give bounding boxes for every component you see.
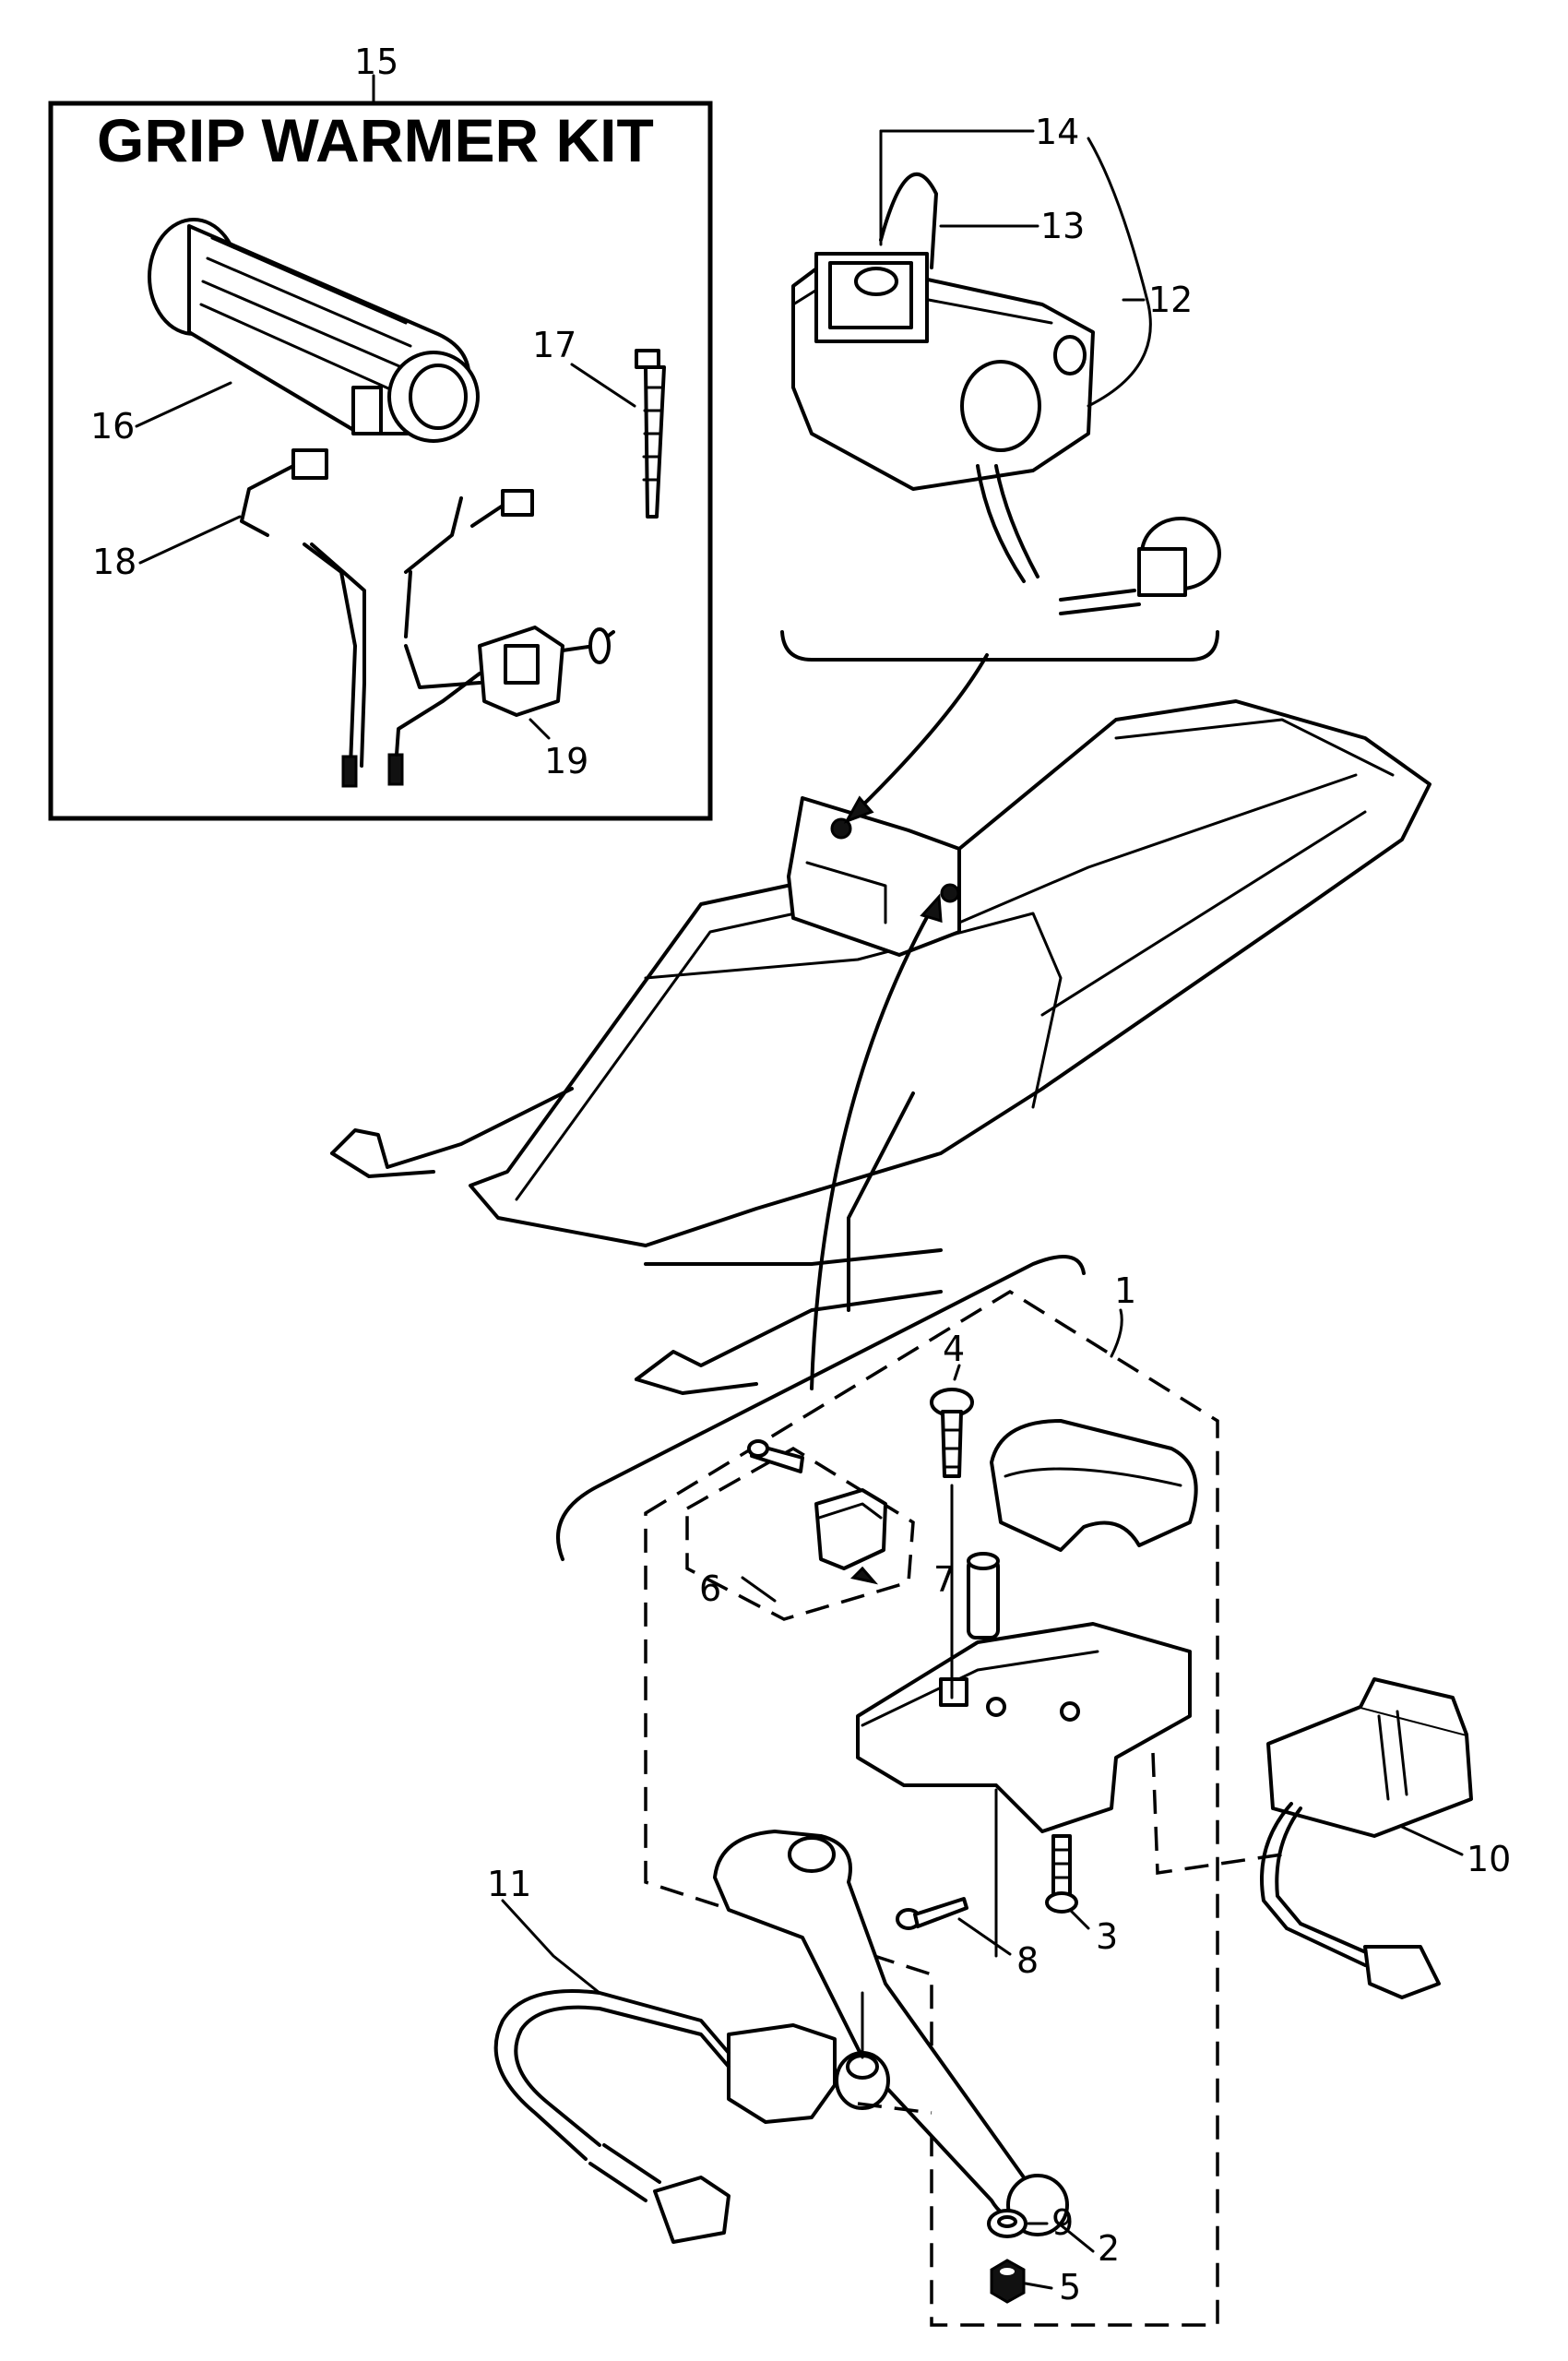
leader-3 xyxy=(1068,1908,1090,1930)
arrow-to-handlebar xyxy=(856,653,989,812)
subassembly-6-boundary xyxy=(685,1446,915,1621)
leader-16 xyxy=(135,381,232,428)
callout-6: 6 xyxy=(699,1568,721,1609)
callout-4: 4 xyxy=(943,1329,965,1369)
leader-17 xyxy=(570,363,636,408)
cable-tie-17 xyxy=(635,349,666,519)
snowmobile-outline xyxy=(330,699,1431,1395)
detail-bracket-bottom xyxy=(556,1255,1086,1561)
leader-19 xyxy=(529,718,551,740)
callout-16: 16 xyxy=(90,406,135,447)
leader-1 xyxy=(1110,1308,1123,1358)
callout-7: 7 xyxy=(933,1559,956,1600)
detail-bracket-top xyxy=(780,630,1219,662)
callout-5: 5 xyxy=(1059,2267,1081,2307)
bolt-3 xyxy=(1045,1834,1078,1914)
switch-19 xyxy=(478,626,615,717)
arrow-head-1 xyxy=(843,795,874,824)
leader-4 xyxy=(953,1364,961,1381)
callout-8: 8 xyxy=(1016,1940,1039,1981)
bolt-4 xyxy=(930,1388,974,1478)
leader-5 xyxy=(1024,2282,1053,2290)
leader-11 xyxy=(501,1899,601,1995)
leader-6 xyxy=(741,1576,777,1603)
assembly-1-boundary xyxy=(644,1289,1219,2327)
nut-5 xyxy=(990,2259,1026,2304)
callout-15: 15 xyxy=(354,42,398,82)
throttle-sensor-11 xyxy=(493,1989,890,2244)
callout-12: 12 xyxy=(1148,280,1193,320)
cover-cap xyxy=(990,1419,1198,1552)
handlebar-switch-assembly-12 xyxy=(791,172,1221,615)
callout-14: 14 xyxy=(1035,112,1079,152)
leader-2 xyxy=(1057,2222,1095,2253)
leader-10 xyxy=(1400,1825,1464,1856)
grip-warmer-kit-box: GRIP WARMER KIT 15 16 17 xyxy=(48,42,713,821)
throttle-housing xyxy=(856,1622,1192,1833)
callout-19: 19 xyxy=(544,741,588,781)
leader-18 xyxy=(138,515,242,565)
callout-2: 2 xyxy=(1098,2228,1120,2269)
callout-11: 11 xyxy=(487,1864,531,1904)
arrow-to-throttle xyxy=(810,907,933,1390)
grip-heater-16 xyxy=(148,218,480,443)
callout-9: 9 xyxy=(1051,2202,1074,2243)
connector-dash-10 xyxy=(1151,1752,1283,1876)
callout-17: 17 xyxy=(532,325,576,365)
callout-1: 1 xyxy=(1114,1270,1136,1311)
callout-13: 13 xyxy=(1040,206,1085,246)
callout-3: 3 xyxy=(1096,1916,1118,1957)
bracket-6 xyxy=(814,1488,887,1570)
washer-9 xyxy=(987,2209,1028,2238)
bracket-12 xyxy=(1087,137,1152,408)
relay-10 xyxy=(1260,1677,1473,1999)
callout-18: 18 xyxy=(92,542,137,582)
pin-6 xyxy=(747,1439,804,1473)
arrow-head-2 xyxy=(920,893,943,924)
screw-8 xyxy=(896,1897,968,1930)
leader-8 xyxy=(957,1917,1012,1956)
connector-dash-11 xyxy=(857,2102,932,2115)
kit-title: GRIP WARMER KIT xyxy=(97,106,654,174)
wire-harness-18 xyxy=(240,448,534,788)
callout-10: 10 xyxy=(1467,1839,1511,1879)
clip-6 xyxy=(849,1566,879,1585)
collar-7 xyxy=(967,1552,1000,1640)
